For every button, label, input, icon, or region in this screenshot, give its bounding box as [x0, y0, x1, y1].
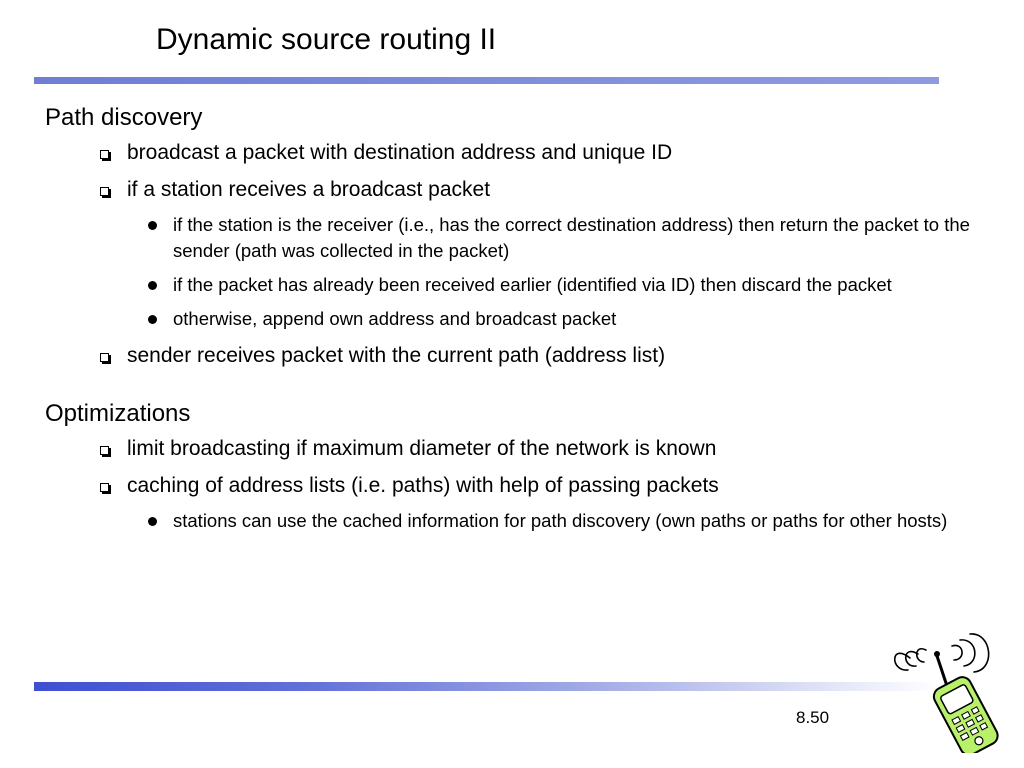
dot-bullet-icon: [148, 221, 157, 230]
slide-content: Path discovery broadcast a packet with d…: [45, 102, 990, 545]
dot-bullet-icon: [148, 281, 157, 290]
list-item: caching of address lists (i.e. paths) wi…: [45, 473, 990, 534]
square-bullet-icon: [100, 353, 109, 362]
sub-list-item: otherwise, append own address and broadc…: [127, 306, 985, 332]
sub-bullet-list: if the station is the receiver (i.e., ha…: [127, 212, 990, 332]
sub-list-item: if the station is the receiver (i.e., ha…: [127, 212, 985, 264]
list-item-text: caching of address lists (i.e. paths) wi…: [127, 474, 719, 497]
sub-list-item-text: if the packet has already been received …: [173, 274, 892, 295]
square-bullet-icon: [100, 187, 109, 196]
sub-list-item: stations can use the cached information …: [127, 508, 985, 534]
list-item-text: broadcast a packet with destination addr…: [127, 141, 673, 164]
mobile-phone-clipart-icon: [894, 633, 999, 753]
list-item: sender receives packet with the current …: [45, 343, 990, 369]
dot-bullet-icon: [148, 517, 157, 526]
square-bullet-icon: [100, 446, 109, 455]
sub-list-item-text: if the station is the receiver (i.e., ha…: [173, 214, 970, 261]
sub-list-item-text: otherwise, append own address and broadc…: [173, 308, 617, 329]
bullet-list: limit broadcasting if maximum diameter o…: [45, 436, 990, 534]
title-divider: [34, 77, 939, 84]
list-item-text: limit broadcasting if maximum diameter o…: [127, 437, 717, 460]
square-bullet-icon: [100, 150, 109, 159]
page-number: 8.50: [796, 708, 830, 727]
list-item-text: sender receives packet with the current …: [127, 344, 666, 367]
list-item: if a station receives a broadcast packet…: [45, 177, 990, 332]
section-path-discovery: Path discovery broadcast a packet with d…: [45, 102, 990, 369]
section-optimizations: Optimizations limit broadcasting if maxi…: [45, 398, 990, 534]
list-item-text: if a station receives a broadcast packet: [127, 178, 491, 201]
sub-bullet-list: stations can use the cached information …: [127, 508, 990, 534]
list-item: limit broadcasting if maximum diameter o…: [45, 436, 990, 462]
list-item: broadcast a packet with destination addr…: [45, 140, 990, 166]
sub-list-item-text: stations can use the cached information …: [173, 510, 948, 531]
section-heading: Optimizations: [45, 400, 191, 427]
footer-divider: [34, 682, 939, 691]
square-bullet-icon: [100, 483, 109, 492]
bullet-list: broadcast a packet with destination addr…: [45, 140, 990, 369]
sub-list-item: if the packet has already been received …: [127, 272, 985, 298]
section-heading: Path discovery: [45, 104, 203, 131]
slide-title: Dynamic source routing II: [156, 23, 497, 56]
dot-bullet-icon: [148, 315, 157, 324]
